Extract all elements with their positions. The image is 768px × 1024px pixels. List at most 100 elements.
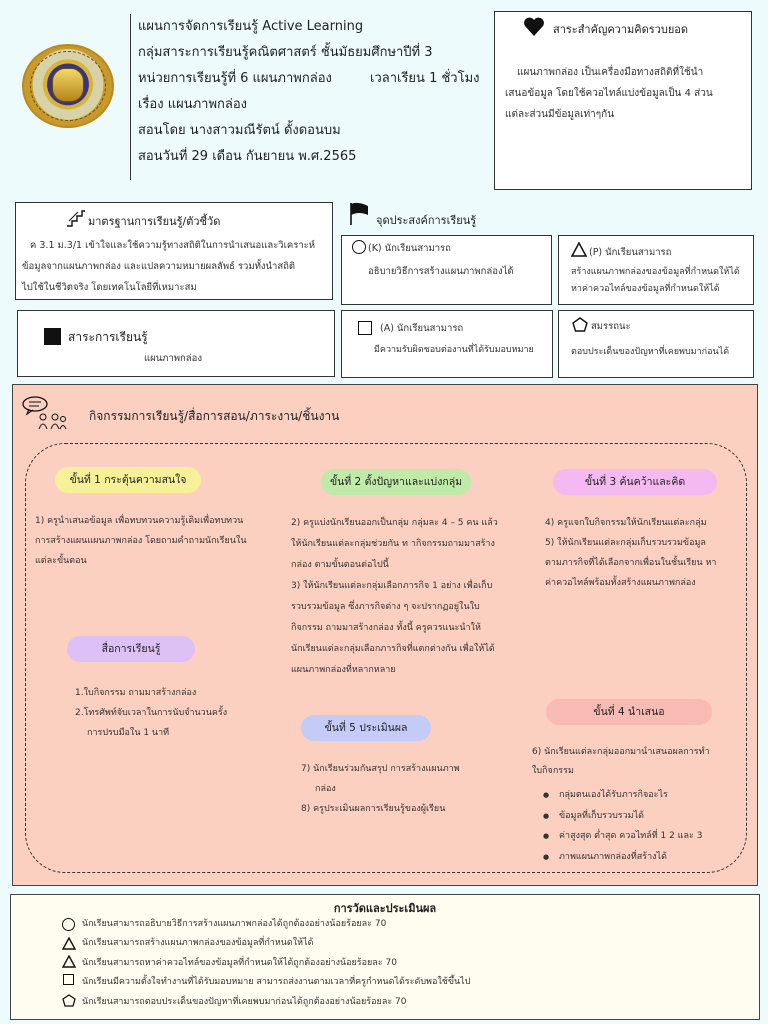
objective-k-text: อธิบายวิธีการสร้างแผนภาพกล่องได้: [368, 266, 514, 277]
media-text: 1.ใบกิจกรรม ถามมาสร้างกล่อง 2.โทรศัพท์จั…: [75, 683, 227, 743]
objectives-title: จุดประสงค์การเรียนรู้: [376, 214, 477, 227]
step4-line: ใบกิจกรรม: [532, 766, 574, 776]
objective-p-box: (P) นักเรียนสามารถ สร้างแผนภาพกล่องของข้…: [558, 235, 754, 305]
step2-line: กล่อง ตามขั้นตอนต่อไปนี้: [291, 560, 389, 570]
step4-pill: ขั้นที่ 4 นำเสนอ: [546, 699, 712, 725]
eval-triangle-icon: [61, 953, 77, 972]
heart-icon: [523, 17, 545, 41]
objective-p-text: สร้างแผนภาพกล่องของข้อมูลที่กำหนดให้ได้ …: [571, 264, 740, 298]
media-pill: สื่อการเรียนรู้: [67, 636, 195, 662]
step5-line: 7) นักเรียนร่วมกันสรุป การสร้างแผนภาพ: [301, 764, 460, 774]
competency-box: สมรรถนะ ตอบประเด็นของปัญหาที่เคยพบมาก่อน…: [558, 310, 754, 378]
step5-line: 8) ครูประเมินผลการเรียนรู้ของผู้เรียน: [301, 804, 446, 814]
eval-triangle-icon: [61, 935, 77, 954]
eval-row-2: นักเรียนสามารถสร้างแผนภาพกล่องของข้อมูลท…: [82, 938, 314, 948]
time-line: เวลาเรียน 1 ชั่วโมง: [370, 71, 480, 86]
step3-line: 4) ครูแจกใบกิจกรรมให้นักเรียนแต่ละกลุ่ม: [545, 518, 707, 528]
concept-box: สาระสำคัญความคิดรวบยอด แผนภาพกล่อง เป็นเ…: [494, 11, 752, 190]
step4-bullets: กลุ่มตนเองได้รับภารกิจอะไร ข้อมูลที่เก็บ…: [543, 785, 702, 867]
step5-line: กล่อง: [315, 784, 336, 794]
objective-p-title: (P) นักเรียนสามารถ: [589, 247, 672, 258]
unit-line: หน่วยการเรียนรู้ที่ 6 แผนภาพกล่อง: [138, 71, 332, 86]
step3-text: 4) ครูแจกใบกิจกรรมให้นักเรียนแต่ละกลุ่ม …: [545, 513, 716, 593]
step4-line: 6) นักเรียนแต่ละกลุ่มออกมานำเสนอผลการทำ: [532, 747, 710, 757]
objective-p-line: หาค่าควอไทล์ของข้อมูลที่กำหนดให้ได้: [571, 284, 720, 294]
step1-line: 1) ครูนำเสนอข้อมูล เพื่อทบทวนความรู้เดิม…: [35, 516, 244, 526]
step1-line: การสร้างแผนแผนภาพกล่อง โดยถามคำถามนักเรี…: [35, 536, 247, 546]
eval-row-5: นักเรียนสามารถตอบประเด็นของปัญหาที่เคยพบ…: [82, 997, 407, 1007]
objective-k-box: (K) นักเรียนสามารถ อธิบายวิธีการสร้างแผน…: [341, 235, 552, 305]
concept-line: แต่ละส่วนมีข้อมูลเท่าๆกัน: [505, 109, 615, 120]
flag-icon: [348, 202, 370, 230]
step3-line: ตามภารกิจที่ได้เลือกจากเพื่อนในชั้นเรียน…: [545, 558, 717, 568]
step2-line: รวบรวมข้อมูล ซึ่งภารกิจต่าง ๆ จะปรากฏอยู…: [291, 602, 480, 612]
standard-line: ไปใช้ในชีวิตจริง โดยเทคโนโลยีที่เหมาะสม: [22, 282, 197, 293]
eval-circle-icon: [62, 918, 75, 931]
eval-row-3: นักเรียนสามารถหาค่าควอไทล์ของข้อมูลที่กำ…: [82, 958, 397, 968]
content-text: แผนภาพกล่อง: [144, 353, 202, 364]
objective-a-text: มีความรับผิดชอบต่องานที่ได้รับมอบหมาย: [374, 345, 534, 355]
step2-line: 2) ครูแบ่งนักเรียนออกเป็นกลุ่ม กลุ่มละ 4…: [291, 518, 498, 528]
topic-line: เรื่อง แผนภาพกล่อง: [138, 97, 248, 112]
circle-icon: [352, 240, 366, 254]
step2-line: 3) ให้นักเรียนแต่ละกลุ่มเลือกภารกิจ 1 อย…: [291, 581, 493, 591]
pentagon-icon: [572, 317, 588, 336]
standard-title: มาตรฐานการเรียนรู้/ตัวชี้วัด: [88, 215, 221, 228]
step4-bullet: ข้อมูลที่เก็บรวบรวมได้: [543, 806, 702, 827]
media-line: 1.ใบกิจกรรม ถามมาสร้างกล่อง: [75, 688, 197, 698]
step2-line: แผนภาพกล่องที่หลากหลาย: [291, 665, 396, 675]
step3-line: 5) ให้นักเรียนแต่ละกลุ่มเก็บรวบรวมข้อมูล: [545, 538, 706, 548]
plan-title: แผนการจัดการเรียนรู้ Active Learning: [138, 19, 364, 34]
teacher-line: สอนโดย นางสาวมณีรัตน์ ดั้งดอนบม: [138, 123, 341, 138]
seal-ring: [30, 51, 106, 121]
date-line: สอนวันที่ 29 เดือน กันยายน พ.ศ.2565: [138, 149, 357, 164]
concept-line: เสนอข้อมูล โดยใช้ควอไทล์แบ่งข้อมูลเป็น 4…: [505, 88, 713, 99]
square-icon: [44, 328, 61, 345]
triangle-icon: [570, 241, 588, 261]
objective-k-title: (K) นักเรียนสามารถ: [368, 243, 451, 254]
concept-title: สาระสำคัญความคิดรวบยอด: [553, 23, 689, 36]
standard-line: ค 3.1 ม.3/1 เข้าใจและใช้ความรู้ทางสถิติใ…: [30, 240, 316, 251]
step2-text: 2) ครูแบ่งนักเรียนออกเป็นกลุ่ม กลุ่มละ 4…: [291, 513, 498, 681]
eval-square-icon: [63, 974, 74, 985]
step4-bullet: ภาพแผนภาพกล่องที่สร้างได้: [543, 847, 702, 868]
media-line: การปรบมือใน 1 นาที: [87, 728, 170, 738]
concept-line: แผนภาพกล่อง เป็นเครื่องมือทางสถิติที่ใช้…: [517, 67, 704, 78]
step4-bullet: กลุ่มตนเองได้รับภารกิจอะไร: [543, 785, 702, 806]
eval-pentagon-icon: [62, 992, 76, 1011]
evaluation-title: การวัดและประเมินผล: [333, 902, 437, 915]
competency-text: ตอบประเด็นของปัญหาที่เคยพบมาก่อนได้: [571, 347, 730, 357]
step2-line: นักเรียนแต่ละกลุ่มเลือกภารกิจที่แตกต่างก…: [291, 644, 495, 654]
standard-line: ข้อมูลจากแผนภาพกล่อง และแปลความหมายผลลัพ…: [22, 261, 296, 272]
step3-pill: ขั้นที่ 3 ค้นคว้าและคิด: [553, 469, 717, 495]
step4-text: 6) นักเรียนแต่ละกลุ่มออกมานำเสนอผลการทำ …: [532, 743, 710, 781]
step2-line: กิจกรรม ถามมาสร้างกล่อง ทั้งนี้ ครูควรแน…: [291, 623, 481, 633]
subject-line: กลุ่มสาระการเรียนรู้คณิตศาสตร์ ชั้นมัธยม…: [138, 45, 433, 60]
activities-dashed-area: [25, 443, 747, 873]
step3-line: ค่าควอไทล์พร้อมทั้งสร้างแผนภาพกล่อง: [545, 578, 696, 588]
activities-title: กิจกรรมการเรียนรู้/สื่อการสอน/ภาระงาน/ชิ…: [89, 409, 340, 423]
standard-text: ค 3.1 ม.3/1 เข้าใจและใช้ความรู้ทางสถิติใ…: [22, 235, 328, 298]
standard-box: มาตรฐานการเรียนรู้/ตัวชี้วัด ค 3.1 ม.3/1…: [15, 202, 333, 300]
stairs-icon: [66, 209, 86, 231]
step5-text: 7) นักเรียนร่วมกันสรุป การสร้างแผนภาพ กล…: [301, 759, 460, 819]
objective-p-line: สร้างแผนภาพกล่องของข้อมูลที่กำหนดให้ได้: [571, 267, 740, 277]
step1-text: 1) ครูนำเสนอข้อมูล เพื่อทบทวนความรู้เดิม…: [35, 511, 247, 571]
step2-pill: ขั้นที่ 2 ตั้งปัญหาและแบ่งกลุ่ม: [321, 469, 471, 495]
objective-a-box: (A) นักเรียนสามารถ มีความรับผิดชอบต่องาน…: [341, 310, 553, 378]
step2-line: ให้นักเรียนแต่ละกลุ่มช่วยกัน ท ากิจกรรมถ…: [291, 539, 495, 549]
eval-row-1: นักเรียนสามารถอธิบายวิธีการสร้างแผนภาพกล…: [82, 919, 387, 929]
eval-row-4: นักเรียนมีความตั้งใจทำงานที่ได้รับมอบหมา…: [82, 977, 471, 987]
evaluation-box: การวัดและประเมินผล: [10, 894, 760, 1020]
step1-pill: ขั้นที่ 1 กระตุ้นความสนใจ: [55, 467, 201, 493]
concept-text: แผนภาพกล่อง เป็นเครื่องมือทางสถิติที่ใช้…: [505, 62, 745, 125]
content-box: สาระการเรียนรู้ แผนภาพกล่อง: [17, 310, 335, 377]
objective-a-title: (A) นักเรียนสามารถ: [380, 323, 464, 334]
media-line: 2.โทรศัพท์จับเวลาในการนับจำนวนครั้ง: [75, 708, 228, 718]
speech-people-icon: [21, 395, 69, 435]
step5-pill: ขั้นที่ 5 ประเมินผล: [301, 715, 431, 741]
step1-line: แต่ละขั้นตอน: [35, 556, 87, 566]
competency-title: สมรรถนะ: [591, 321, 631, 332]
content-title: สาระการเรียนรู้: [68, 330, 148, 344]
square-outline-icon: [358, 321, 372, 335]
